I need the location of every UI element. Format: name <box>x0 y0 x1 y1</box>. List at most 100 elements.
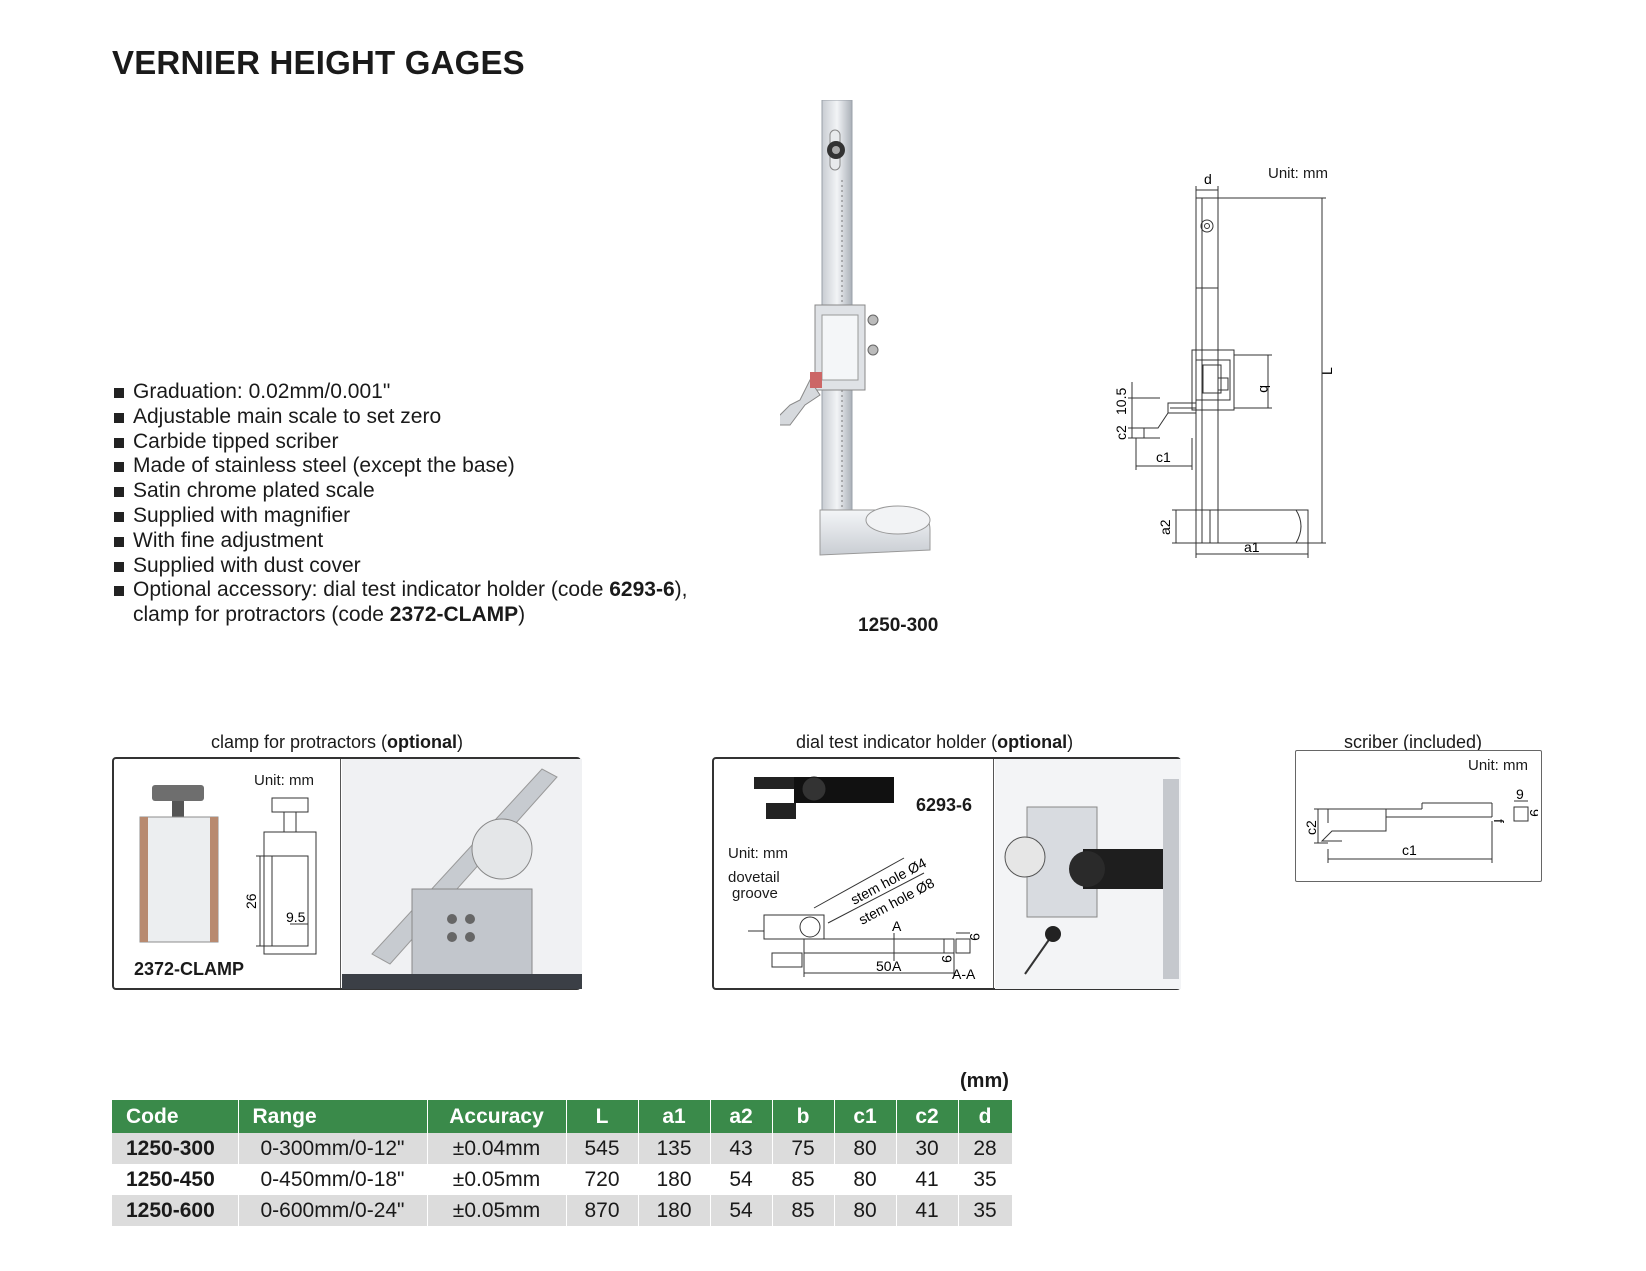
col-header: c1 <box>834 1100 897 1133</box>
optional-code-1: 6293-6 <box>609 578 675 602</box>
holder-code: 6293-6 <box>916 795 973 815</box>
scriber-caption: scriber (included) <box>1344 732 1483 752</box>
dim-label-c2: c2 <box>1113 425 1129 440</box>
table-row: 1250-450 0-450mm/0-18" ±0.05mm 720 180 5… <box>112 1164 1013 1195</box>
scriber-drawing: c2 c1 9 9 f <box>1303 786 1538 863</box>
scriber-c2: c2 <box>1303 820 1319 835</box>
holder-dim-9a: 9 <box>967 933 983 941</box>
holder-dovetail: dovetail <box>728 869 780 886</box>
table-cell: ±0.05mm <box>427 1195 567 1226</box>
scriber-c1: c1 <box>1402 842 1417 858</box>
table-cell: 41 <box>896 1164 959 1195</box>
dim-label-a2: a2 <box>1157 519 1173 535</box>
holder-caption: dial test indicator holder (optional) <box>796 732 1074 752</box>
unit-label: Unit: mm <box>1268 165 1328 182</box>
table-cell: 1250-450 <box>112 1164 239 1195</box>
col-header: L <box>566 1100 639 1133</box>
feature-item: Supplied with dust cover <box>112 554 687 579</box>
table-cell: 30 <box>896 1133 959 1164</box>
table-cell: 135 <box>638 1133 711 1164</box>
table-cell: 43 <box>710 1133 773 1164</box>
table-cell: 41 <box>896 1195 959 1226</box>
table-cell: 85 <box>772 1195 835 1226</box>
holder-drawing: stem hole Ø4 stem hole Ø8 A A 50 9 9 A-A <box>748 854 983 982</box>
table-cell: 80 <box>834 1164 897 1195</box>
table-cell: 80 <box>834 1133 897 1164</box>
holder-panel: 6293-6 Unit: mm dovetail groove stem hol… <box>712 757 1181 990</box>
dim-label-a1: a1 <box>1244 539 1260 555</box>
table-cell: 35 <box>958 1164 1013 1195</box>
feature-list: Graduation: 0.02mm/0.001" Adjustable mai… <box>112 380 687 628</box>
table-cell: 85 <box>772 1164 835 1195</box>
height-gage-photo <box>780 100 931 556</box>
scriber-dim-9a: 9 <box>1516 786 1524 802</box>
feature-item: Satin chrome plated scale <box>112 479 687 504</box>
clamp-photo <box>139 785 219 943</box>
feature-item: Supplied with magnifier <box>112 504 687 529</box>
table-cell: 870 <box>566 1195 639 1226</box>
col-header: Range <box>238 1100 428 1133</box>
holder-groove: groove <box>732 885 778 902</box>
col-header: Code <box>112 1100 239 1133</box>
feature-item-optional: Optional accessory: dial test indicator … <box>112 578 687 628</box>
clamp-panel: Unit: mm 26 9.5 2372-CLAMP <box>112 757 582 990</box>
holder-mark-a1: A <box>892 918 902 934</box>
table-cell: 75 <box>772 1133 835 1164</box>
feature-item: Graduation: 0.02mm/0.001" <box>112 380 687 405</box>
table-cell: 720 <box>566 1164 639 1195</box>
optional-text-4: ) <box>518 603 526 627</box>
feature-item: Made of stainless steel (except the base… <box>112 454 687 479</box>
table-cell: 80 <box>834 1195 897 1226</box>
feature-item: Adjustable main scale to set zero <box>112 405 687 430</box>
holder-usage-photo <box>995 759 1181 989</box>
table-cell: 180 <box>638 1164 711 1195</box>
clamp-unit: Unit: mm <box>254 772 314 789</box>
table-cell: ±0.05mm <box>427 1164 567 1195</box>
product-code-label: 1250-300 <box>858 615 939 636</box>
table-cell: ±0.04mm <box>427 1133 567 1164</box>
feature-item: Carbide tipped scriber <box>112 430 687 455</box>
col-header: Accuracy <box>427 1100 567 1133</box>
col-header: b <box>772 1100 835 1133</box>
optional-text-1: Optional accessory: dial test indicator … <box>133 578 610 602</box>
table-cell: 0-600mm/0-24" <box>238 1195 428 1226</box>
table-cell: 545 <box>566 1133 639 1164</box>
table-cell: 54 <box>710 1195 773 1226</box>
table-cell: 0-450mm/0-18" <box>238 1164 428 1195</box>
scriber-panel: Unit: mm c2 c1 9 9 f <box>1295 750 1542 882</box>
clamp-usage-photo <box>342 759 582 989</box>
scriber-dim-9b: 9 <box>1527 809 1538 817</box>
dim-label-c1: c1 <box>1156 449 1171 465</box>
optional-text-3: clamp for protractors (code <box>133 603 390 627</box>
col-header: a1 <box>638 1100 711 1133</box>
table-header-row: Code Range Accuracy L a1 a2 b c1 c2 d <box>112 1100 1013 1133</box>
spec-table: Code Range Accuracy L a1 a2 b c1 c2 d 12… <box>112 1100 1013 1226</box>
clamp-caption: clamp for protractors (optional) <box>211 732 464 752</box>
table-cell: 1250-600 <box>112 1195 239 1226</box>
clamp-code: 2372-CLAMP <box>134 959 245 979</box>
table-cell: 35 <box>958 1195 1013 1226</box>
holder-unit: Unit: mm <box>728 845 788 862</box>
dim-label-b: b <box>1257 385 1273 393</box>
holder-photo <box>754 776 894 819</box>
table-row: 1250-300 0-300mm/0-12" ±0.04mm 545 135 4… <box>112 1133 1013 1164</box>
table-row: 1250-600 0-600mm/0-24" ±0.05mm 870 180 5… <box>112 1195 1013 1226</box>
dimension-drawing: d L b 10.5 c2 c1 a2 a1 <box>1113 171 1335 558</box>
dim-label-L: L <box>1319 367 1335 375</box>
col-header: c2 <box>896 1100 959 1133</box>
dim-label-10-5: 10.5 <box>1113 388 1129 415</box>
holder-dim-9b: 9 <box>939 955 955 963</box>
dim-label-d: d <box>1204 171 1212 187</box>
table-cell: 28 <box>958 1133 1013 1164</box>
scriber-f: f <box>1491 819 1507 823</box>
table-unit: (mm) <box>960 1070 1009 1092</box>
col-header: d <box>958 1100 1013 1133</box>
clamp-dim-26: 26 <box>243 893 259 909</box>
clamp-drawing: 26 9.5 <box>243 797 317 955</box>
table-cell: 180 <box>638 1195 711 1226</box>
holder-section-aa: A-A <box>952 966 976 982</box>
table-cell: 0-300mm/0-12" <box>238 1133 428 1164</box>
feature-item: With fine adjustment <box>112 529 687 554</box>
table-cell: 1250-300 <box>112 1133 239 1164</box>
clamp-dim-9-5: 9.5 <box>286 909 306 925</box>
